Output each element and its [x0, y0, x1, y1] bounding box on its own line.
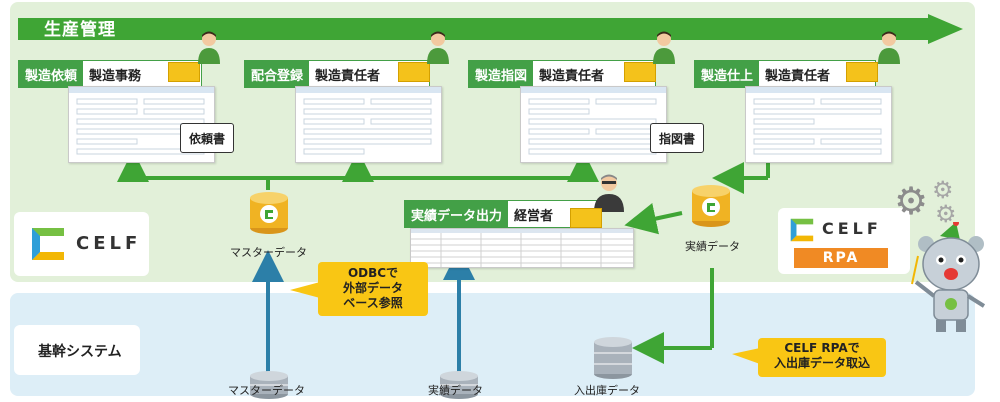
worker-icon	[653, 31, 675, 64]
step-role: 経営者	[514, 208, 554, 224]
step-label: 製造依頼	[19, 61, 84, 87]
gear-icon: ⚙	[894, 179, 929, 223]
laptop-icon	[168, 62, 200, 82]
core-inout-db-label: 入出庫データ	[574, 384, 640, 397]
step-role: 製造責任者	[539, 68, 605, 84]
executive-icon	[594, 174, 624, 212]
worker-icon	[427, 31, 449, 64]
step-role: 製造事務	[89, 68, 142, 84]
core-system-label: 基幹システム	[38, 344, 122, 360]
celf-master-db-label: マスターデータ	[230, 246, 307, 259]
celf-results-db-icon	[692, 185, 730, 227]
core-results-db-icon	[440, 371, 478, 399]
laptop-icon	[398, 62, 430, 82]
rpa-callout-tail	[732, 348, 760, 364]
robot-mascot-icon	[911, 222, 986, 332]
page-title: 生産管理	[44, 20, 116, 40]
step-role: 製造責任者	[315, 68, 381, 84]
celf-rpa-logo-icon	[790, 218, 814, 242]
core-system-card	[14, 325, 140, 375]
core-results-db-label: 実績データ	[428, 384, 483, 397]
step-label: 製造仕上	[695, 61, 760, 87]
celf-results-db-label: 実績データ	[685, 240, 740, 253]
odbc-callout-tail	[290, 282, 320, 298]
odbc-callout: ODBCで 外部データ ベース参照	[318, 262, 428, 316]
form-screenshot	[295, 86, 442, 163]
core-inout-db-icon	[594, 337, 632, 379]
callout-line: ベース参照	[343, 296, 403, 310]
step-request: 製造依頼 製造事務	[18, 60, 202, 88]
step-role: 製造責任者	[765, 68, 831, 84]
laptop-icon	[624, 62, 656, 82]
callout-line: CELF RPAで	[784, 341, 860, 355]
step-label: 配合登録	[245, 61, 310, 87]
step-label: 実績データ出力	[405, 201, 509, 227]
rpa-badge: RPA	[794, 248, 888, 268]
step-label: 製造指図	[469, 61, 534, 87]
results-sheet	[410, 228, 634, 268]
laptop-icon	[570, 208, 602, 228]
celf-logo-text: CELF	[76, 233, 142, 254]
form-screenshot	[745, 86, 892, 163]
instruction-doc-label: 指図書	[650, 123, 705, 153]
celf-master-db-icon	[250, 192, 288, 234]
step-finish: 製造仕上 製造責任者	[694, 60, 876, 88]
core-master-db-icon	[250, 371, 288, 399]
laptop-icon	[846, 62, 878, 82]
step-output: 実績データ出力 経営者	[404, 200, 600, 228]
celf-rpa-logo-text: CELF	[822, 219, 882, 238]
worker-icon	[878, 31, 900, 64]
title-arrow	[18, 14, 963, 44]
callout-line: 外部データ	[342, 281, 403, 295]
request-doc-label: 依頼書	[180, 123, 235, 153]
gear-icon: ⚙	[932, 176, 954, 204]
rpa-callout: CELF RPAで 入出庫データ取込	[758, 338, 886, 377]
core-master-db-label: マスターデータ	[228, 384, 305, 397]
gear-icon: ⚙	[935, 200, 957, 228]
celf-logo-icon	[32, 228, 64, 260]
form-screenshot	[520, 86, 667, 163]
callout-line: 入出庫データ取込	[773, 356, 870, 370]
worker-icon	[198, 31, 220, 64]
callout-line: ODBCで	[347, 266, 399, 280]
